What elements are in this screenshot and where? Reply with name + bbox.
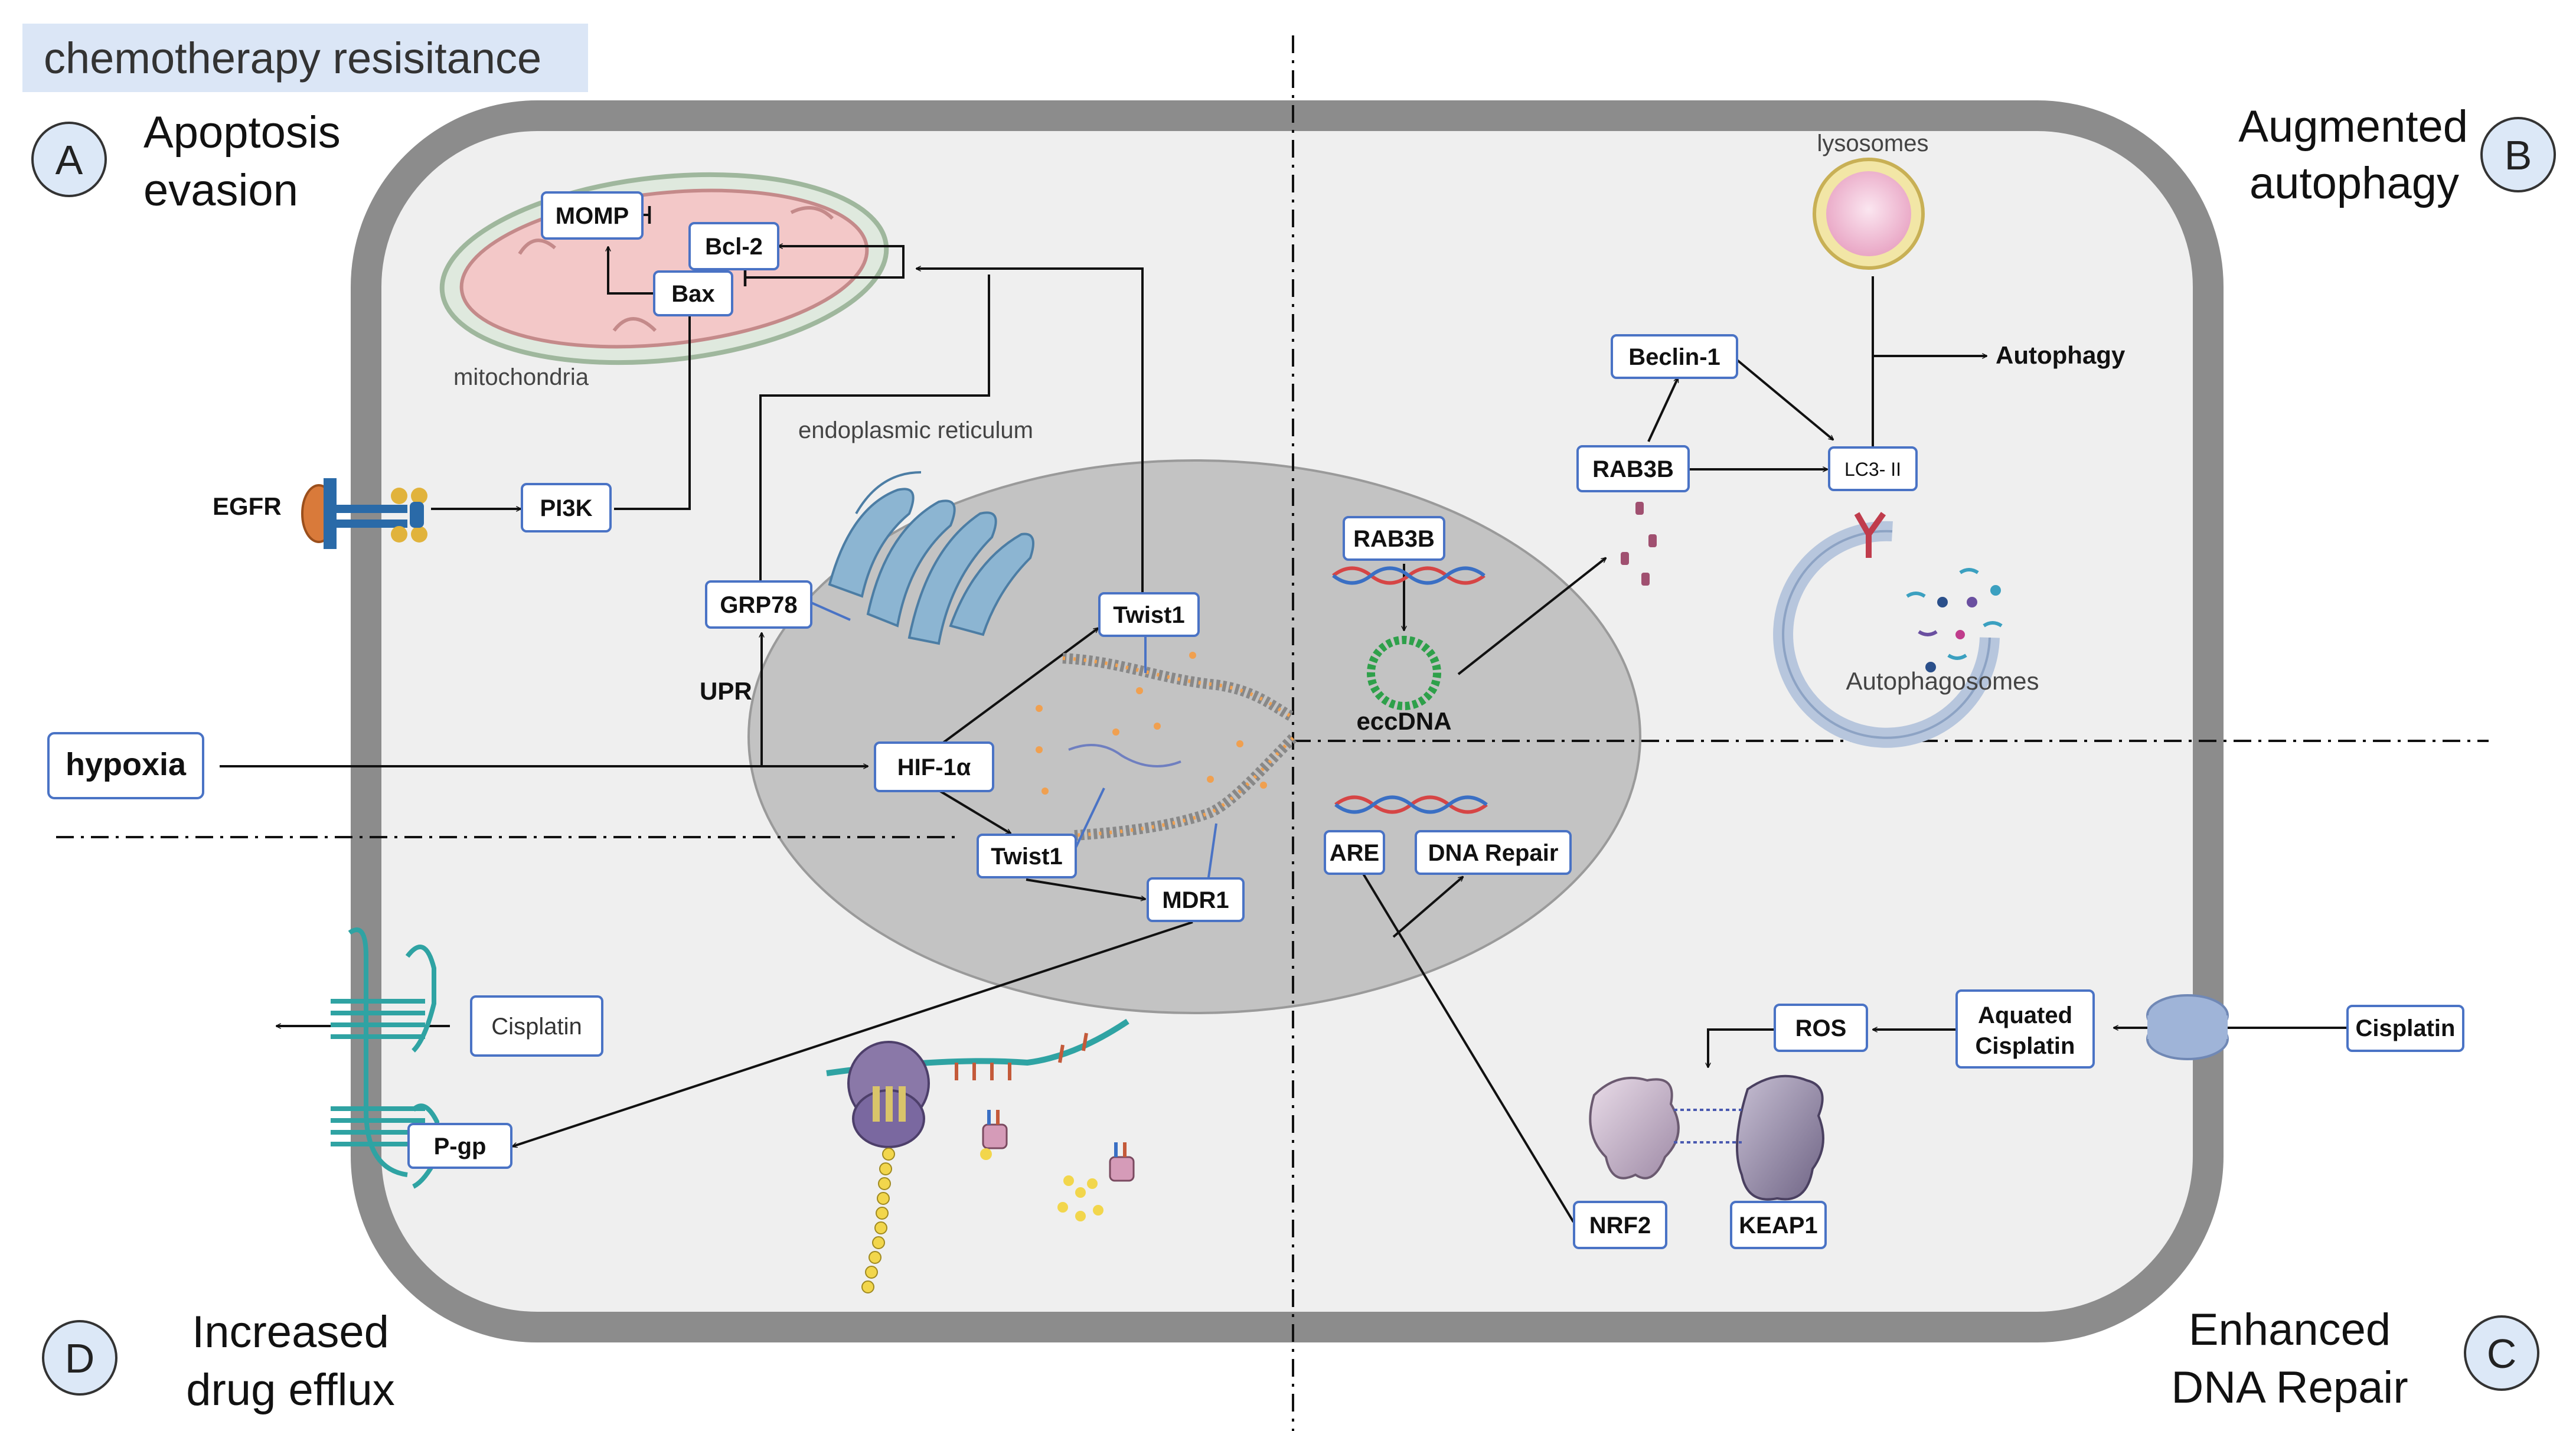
panel-c-title-line1: Enhanced bbox=[2189, 1305, 2391, 1355]
box-keap1[interactable]: KEAP1 bbox=[1730, 1201, 1827, 1249]
nrf2-keap1-illustration bbox=[1589, 1074, 1824, 1201]
connectors-panel-b bbox=[1404, 276, 1987, 675]
panel-d-badge-letter: D bbox=[65, 1335, 95, 1381]
panel-c-title-line2: DNA Repair bbox=[2171, 1363, 2408, 1413]
svg-text:Cisplatin: Cisplatin bbox=[1976, 1033, 2075, 1059]
panel-a-title-line1: Apoptosis bbox=[143, 107, 341, 158]
svg-text:Twist1: Twist1 bbox=[991, 844, 1063, 870]
panel-c-badge-letter: C bbox=[2487, 1331, 2517, 1377]
ribosome-translation-illustration bbox=[826, 1018, 1135, 1293]
box-lc3-ii[interactable]: LC3- II bbox=[1828, 446, 1918, 491]
box-pgp[interactable]: P-gp bbox=[407, 1123, 512, 1169]
box-are[interactable]: ARE bbox=[1324, 830, 1385, 875]
eccdna-label: eccDNA bbox=[1356, 707, 1451, 735]
panel-a-header: A Apoptosis evasion bbox=[31, 107, 341, 215]
svg-text:MDR1: MDR1 bbox=[1162, 887, 1229, 913]
svg-text:P-gp: P-gp bbox=[434, 1133, 487, 1159]
svg-text:LC3- II: LC3- II bbox=[1844, 459, 1901, 480]
connectors-panel-a bbox=[220, 206, 1193, 1146]
svg-text:HIF-1α: HIF-1α bbox=[897, 754, 971, 780]
panel-b-header: B Augmented autophagy bbox=[2238, 102, 2556, 208]
svg-text:hypoxia: hypoxia bbox=[66, 747, 187, 782]
panel-a-badge bbox=[31, 122, 107, 197]
box-hif1a[interactable]: HIF-1α bbox=[874, 741, 994, 792]
panel-a-badge-letter: A bbox=[55, 137, 83, 183]
box-twist1-bottom[interactable]: Twist1 bbox=[977, 834, 1077, 878]
panel-c-header: C Enhanced DNA Repair bbox=[2171, 1305, 2539, 1413]
svg-text:PI3K: PI3K bbox=[540, 495, 593, 521]
autophagosomes-label: Autophagosomes bbox=[1846, 667, 2039, 695]
page-title: chemotherapy resisitance bbox=[44, 34, 541, 83]
panel-d-title-line1: Increased bbox=[192, 1307, 389, 1357]
svg-text:Beclin-1: Beclin-1 bbox=[1628, 344, 1720, 370]
autophagosome-icon: Autophagosomes bbox=[1773, 512, 2039, 748]
gene-link-lines bbox=[809, 601, 1217, 886]
svg-text:KEAP1: KEAP1 bbox=[1739, 1213, 1817, 1239]
mitochondria-label: mitochondria bbox=[453, 364, 589, 390]
autophagy-label: Autophagy bbox=[1996, 341, 2126, 369]
panel-c-badge bbox=[2464, 1315, 2539, 1391]
svg-text:DNA Repair: DNA Repair bbox=[1428, 840, 1559, 866]
panel-d-badge bbox=[42, 1320, 117, 1396]
box-ros[interactable]: ROS bbox=[1774, 1004, 1868, 1052]
rab3b-release-dots bbox=[1621, 502, 1657, 586]
box-cisplatin-right[interactable]: Cisplatin bbox=[2346, 1005, 2464, 1052]
box-momp[interactable]: MOMP bbox=[541, 191, 644, 240]
box-twist1-top[interactable]: Twist1 bbox=[1098, 592, 1200, 637]
box-beclin1[interactable]: Beclin-1 bbox=[1611, 334, 1738, 379]
eccdna-ring-icon: eccDNA bbox=[1356, 636, 1452, 735]
title-background bbox=[22, 24, 588, 92]
panel-d-header: D Increased drug efflux bbox=[42, 1307, 395, 1415]
box-bax[interactable]: Bax bbox=[653, 270, 733, 316]
svg-text:Bcl-2: Bcl-2 bbox=[705, 234, 763, 260]
chromatin-illustration bbox=[1036, 652, 1297, 841]
svg-text:Bax: Bax bbox=[671, 281, 714, 307]
svg-text:MOMP: MOMP bbox=[556, 203, 629, 229]
er-label: endoplasmic reticulum bbox=[798, 417, 1033, 443]
dna-helix-are bbox=[1334, 795, 1488, 814]
panel-d-title-line2: drug efflux bbox=[186, 1365, 395, 1415]
box-grp78[interactable]: GRP78 bbox=[705, 580, 812, 629]
er-illustration: endoplasmic reticulum bbox=[798, 417, 1034, 645]
svg-text:GRP78: GRP78 bbox=[720, 592, 797, 618]
box-aquated-cisplatin[interactable]: Aquated Cisplatin bbox=[1955, 989, 2095, 1069]
dna-helix-rab3b bbox=[1332, 566, 1485, 585]
svg-text:RAB3B: RAB3B bbox=[1353, 526, 1435, 552]
svg-text:Cisplatin: Cisplatin bbox=[491, 1014, 582, 1040]
panel-b-title-line2: autophagy bbox=[2249, 158, 2459, 208]
title-group: chemotherapy resisitance bbox=[22, 24, 588, 92]
upr-label: UPR bbox=[700, 677, 752, 705]
svg-text:Aquated: Aquated bbox=[1978, 1002, 2072, 1028]
box-hypoxia[interactable]: hypoxia bbox=[47, 732, 204, 799]
box-dna-repair[interactable]: DNA Repair bbox=[1415, 830, 1572, 875]
box-rab3b-cytoplasm[interactable]: RAB3B bbox=[1576, 445, 1690, 492]
box-nrf2[interactable]: NRF2 bbox=[1573, 1201, 1667, 1249]
panel-b-badge bbox=[2480, 117, 2556, 192]
svg-text:Twist1: Twist1 bbox=[1113, 602, 1185, 628]
node-boxes: MOMP Bcl-2 Bax PI3K GRP78 hypoxia HIF-1α bbox=[47, 191, 2464, 1249]
box-cisplatin-left[interactable]: Cisplatin bbox=[470, 995, 603, 1057]
box-mdr1[interactable]: MDR1 bbox=[1147, 877, 1245, 922]
box-pi3k[interactable]: PI3K bbox=[521, 483, 612, 532]
svg-text:RAB3B: RAB3B bbox=[1592, 456, 1674, 482]
lysosome-icon: lysosomes bbox=[1813, 130, 1929, 270]
box-bcl2[interactable]: Bcl-2 bbox=[688, 222, 779, 270]
lysosomes-label: lysosomes bbox=[1817, 130, 1929, 156]
svg-text:ARE: ARE bbox=[1330, 840, 1379, 866]
box-rab3b-nucleus[interactable]: RAB3B bbox=[1343, 516, 1445, 561]
panel-a-title-line2: evasion bbox=[143, 165, 298, 215]
svg-text:ROS: ROS bbox=[1795, 1015, 1847, 1041]
panel-b-title-line1: Augmented bbox=[2238, 102, 2468, 152]
svg-text:NRF2: NRF2 bbox=[1589, 1213, 1651, 1239]
egfr-receptor-icon: EGFR bbox=[213, 478, 427, 549]
svg-text:Cisplatin: Cisplatin bbox=[2356, 1015, 2456, 1041]
panel-b-badge-letter: B bbox=[2505, 132, 2532, 178]
egfr-label: EGFR bbox=[213, 492, 282, 520]
membrane-channel-right bbox=[2146, 994, 2229, 1060]
